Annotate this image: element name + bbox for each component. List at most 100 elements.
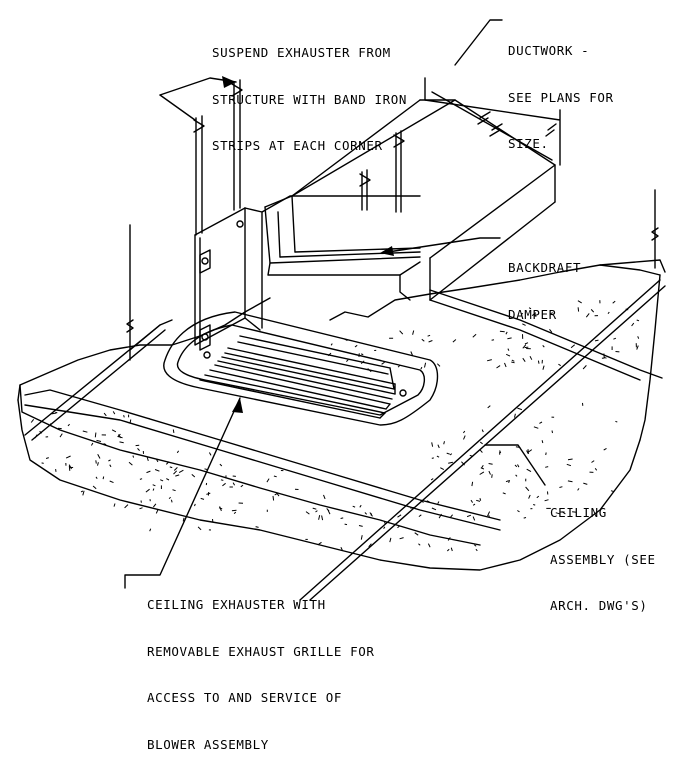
- texture-speck: [371, 514, 372, 516]
- note-ductwork-line-1: DUCTWORK -: [508, 43, 614, 59]
- texture-speck: [480, 450, 482, 453]
- texture-speck: [222, 483, 225, 486]
- texture-speck: [46, 458, 49, 459]
- texture-speck: [274, 476, 277, 477]
- texture-speck: [421, 367, 422, 369]
- note-backdraft: BACKDRAFT DAMPER: [508, 229, 581, 338]
- texture-speck: [174, 471, 177, 474]
- tbar-left-long: [25, 390, 500, 520]
- texture-speck: [451, 515, 453, 518]
- texture-speck: [440, 468, 444, 470]
- texture-speck: [113, 411, 115, 414]
- texture-speck: [400, 538, 404, 539]
- texture-speck: [437, 364, 440, 367]
- texture-speck: [545, 500, 549, 501]
- texture-speck: [104, 413, 106, 416]
- texture-speck: [198, 527, 201, 530]
- texture-speck: [476, 549, 477, 551]
- texture-speck: [110, 481, 114, 483]
- texture-speck: [444, 441, 445, 444]
- texture-speck: [518, 465, 519, 468]
- texture-speck: [206, 493, 210, 494]
- texture-speck: [473, 504, 475, 505]
- texture-speck: [112, 430, 116, 432]
- texture-speck: [68, 424, 70, 426]
- texture-speck: [169, 497, 171, 499]
- texture-speck: [221, 480, 223, 481]
- texture-speck: [476, 500, 480, 501]
- texture-speck: [451, 548, 452, 551]
- texture-speck: [482, 430, 483, 433]
- note-ceiling: CEILING ASSEMBLY (SEE ARCH. DWG'S): [550, 474, 656, 629]
- note-ceiling-line-3: ARCH. DWG'S): [550, 598, 656, 614]
- texture-speck: [175, 475, 179, 476]
- texture-speck: [489, 471, 491, 475]
- texture-speck: [474, 545, 476, 547]
- texture-speck: [500, 331, 505, 332]
- texture-speck: [432, 508, 436, 510]
- texture-speck: [173, 490, 176, 491]
- texture-speck: [508, 349, 509, 351]
- texture-speck: [361, 354, 363, 355]
- note-ductwork-line-2: SEE PLANS FOR: [508, 90, 614, 106]
- texture-speck: [160, 480, 163, 481]
- note-exhauster-line-1: CEILING EXHAUSTER WITH: [147, 597, 375, 613]
- texture-speck: [150, 529, 151, 532]
- texture-speck: [516, 475, 517, 477]
- texture-speck: [488, 406, 491, 408]
- texture-speck: [384, 527, 385, 529]
- texture-speck: [146, 489, 150, 492]
- ceiling-slab-bottom: [18, 400, 640, 570]
- texture-speck: [346, 360, 348, 362]
- texture-speck: [505, 363, 507, 367]
- texture-speck: [114, 504, 115, 507]
- texture-speck: [632, 323, 634, 326]
- texture-speck: [422, 339, 425, 341]
- texture-speck: [232, 510, 237, 511]
- texture-speck: [538, 361, 539, 364]
- texture-speck: [171, 500, 172, 503]
- texture-speck: [480, 498, 481, 501]
- texture-speck: [450, 454, 452, 455]
- texture-speck: [447, 549, 449, 551]
- texture-speck: [481, 468, 484, 469]
- texture-speck: [209, 453, 211, 456]
- texture-speck: [360, 505, 361, 507]
- texture-speck: [517, 511, 519, 512]
- texture-speck: [108, 460, 110, 461]
- arrow-exhauster: [232, 398, 243, 413]
- texture-speck: [400, 331, 403, 334]
- texture-speck: [365, 513, 367, 515]
- texture-speck: [205, 469, 208, 470]
- texture-speck: [591, 350, 592, 352]
- texture-speck: [275, 494, 277, 495]
- texture-speck: [118, 437, 123, 438]
- texture-speck: [467, 515, 471, 516]
- texture-speck: [464, 436, 466, 440]
- texture-speck: [195, 504, 196, 506]
- texture-speck: [153, 489, 154, 491]
- texture-speck: [515, 414, 516, 418]
- texture-speck: [93, 486, 96, 489]
- note-ceiling-line-2: ASSEMBLY (SEE: [550, 552, 656, 568]
- texture-speck: [506, 481, 509, 482]
- texture-speck: [523, 358, 525, 362]
- texture-speck: [432, 442, 433, 446]
- texture-speck: [637, 346, 639, 350]
- note-exhauster-line-4: BLOWER ASSEMBLY: [147, 737, 375, 753]
- texture-speck: [432, 458, 434, 459]
- texture-speck: [341, 518, 344, 519]
- texture-speck: [322, 516, 323, 521]
- texture-speck: [398, 515, 402, 517]
- grille-louvers: [200, 336, 395, 418]
- texture-speck: [529, 495, 531, 499]
- texture-speck: [506, 332, 507, 334]
- texture-speck: [637, 320, 639, 321]
- texture-speck: [511, 362, 514, 363]
- texture-speck: [31, 419, 34, 422]
- texture-speck: [543, 345, 545, 347]
- damper-bottom: [268, 262, 420, 275]
- texture-speck: [425, 363, 426, 368]
- texture-speck: [558, 364, 560, 366]
- texture-speck: [192, 474, 195, 477]
